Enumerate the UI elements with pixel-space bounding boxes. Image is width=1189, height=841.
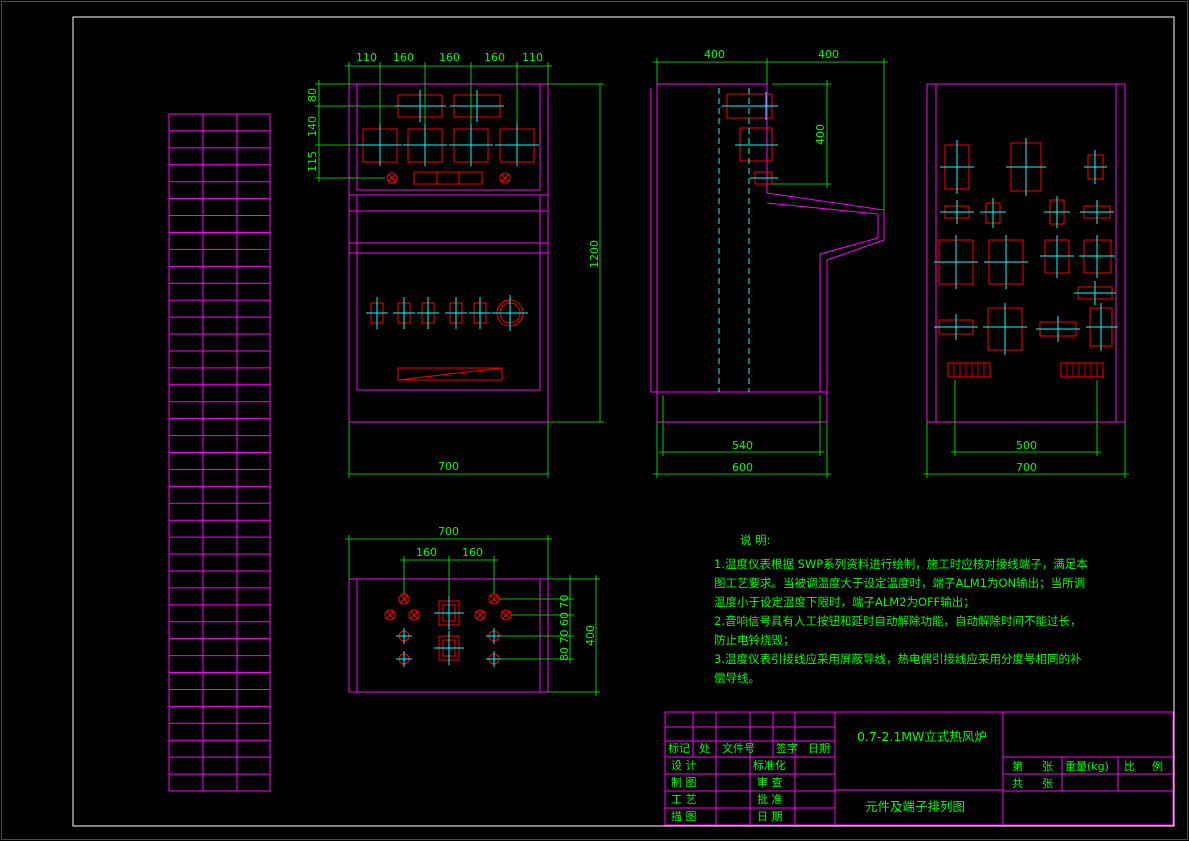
note-line-7: 偿导线。	[714, 671, 760, 685]
role-date: 日 期	[757, 810, 783, 823]
plan-dim-right: 400	[584, 625, 597, 646]
scale-label-2: 例	[1152, 759, 1163, 773]
terminal-strip	[168, 113, 271, 792]
plan-dim-right-stack: 80 70 60 70	[558, 595, 571, 661]
front-dim-height: 1200	[588, 240, 601, 268]
title-block: 0.7-2.1MW立式热风炉 元件及端子排列图 标记 处 文件号 签字 日期 设…	[664, 711, 1174, 826]
rev-header-place: 处	[699, 742, 710, 755]
note-line-4: 2.音响信号具有人工按钮和延时自动解除功能，自动解除时间不能过长，	[714, 614, 1082, 628]
side-dim-bottom-inner: 540	[732, 439, 753, 452]
role-trace: 描 图	[671, 809, 697, 823]
front-dim-left-3: 115	[306, 151, 319, 172]
plan-view: 700 160 160 400 80 70 60 70	[345, 525, 600, 696]
note-line-1: 1.温度仪表根据 SWP系列资料进行绘制，施工时应核对接线端子，满足本	[714, 557, 1088, 571]
front-dim-left-2: 140	[306, 116, 319, 137]
note-line-3: 温度小于设定温度下限时，端子ALM2为OFF输出；	[714, 595, 975, 609]
sheet-border-inner	[72, 16, 1175, 827]
side-dim-top-2: 400	[818, 48, 839, 61]
side-view: 400 400 400 540 600	[650, 48, 888, 478]
front-dim-top-1: 110	[356, 51, 377, 64]
side-dim-bottom: 600	[732, 461, 753, 474]
notes-heading: 说 明:	[740, 533, 771, 547]
front-dim-top-4: 160	[484, 51, 505, 64]
rev-header-date: 日期	[808, 742, 830, 755]
side-dim-right: 400	[814, 124, 827, 145]
front-dim-top-5: 110	[522, 51, 543, 64]
rev-header-mark: 标记	[668, 741, 690, 755]
project-title: 0.7-2.1MW立式热风炉	[857, 729, 987, 744]
rev-header-doc: 文件号	[722, 741, 755, 755]
role-design: 设 计	[671, 759, 697, 772]
role-process: 工 艺	[671, 793, 697, 806]
front-dim-width: 700	[438, 460, 459, 473]
role-review: 审 查	[757, 775, 783, 789]
total-unit-label: 张	[1042, 777, 1053, 790]
plan-dim-inner-1: 160	[416, 546, 437, 559]
side-dim-top-1: 400	[704, 48, 725, 61]
role-standard: 标准化	[753, 758, 786, 772]
front-view: 110 160 160 160 110 80 140 115 1200 700	[306, 51, 604, 478]
note-line-2: 图工艺要求。当被调温度大于设定温度时，端子ALM1为ON输出；当所调	[714, 576, 1086, 590]
drawing-name: 元件及端子排列图	[865, 799, 965, 814]
back-dim-bottom-inner: 500	[1016, 439, 1037, 452]
front-dim-left-1: 80	[306, 88, 319, 102]
front-dim-top-3: 160	[439, 51, 460, 64]
front-dim-top-2: 160	[393, 51, 414, 64]
back-view: 500 700	[923, 83, 1129, 478]
role-approve: 批 准	[757, 792, 783, 806]
role-draw: 制 图	[671, 776, 697, 789]
scale-label-1: 比	[1124, 760, 1135, 773]
plan-dim-top: 700	[438, 525, 459, 538]
rev-header-sign: 签字	[776, 741, 798, 755]
sheet-unit-label: 张	[1042, 760, 1053, 773]
back-dim-bottom: 700	[1016, 461, 1037, 474]
note-line-6: 3.温度仪表引接线应采用屏蔽导线，热电偶引接线应采用分度号相同的补	[714, 652, 1082, 666]
total-label: 共	[1012, 777, 1023, 790]
note-line-5: 防止电铃烧毁；	[714, 633, 795, 647]
weight-label: 重量(kg)	[1065, 759, 1109, 773]
plan-dim-inner-2: 160	[462, 546, 483, 559]
sheet-no-label: 第	[1012, 759, 1023, 773]
